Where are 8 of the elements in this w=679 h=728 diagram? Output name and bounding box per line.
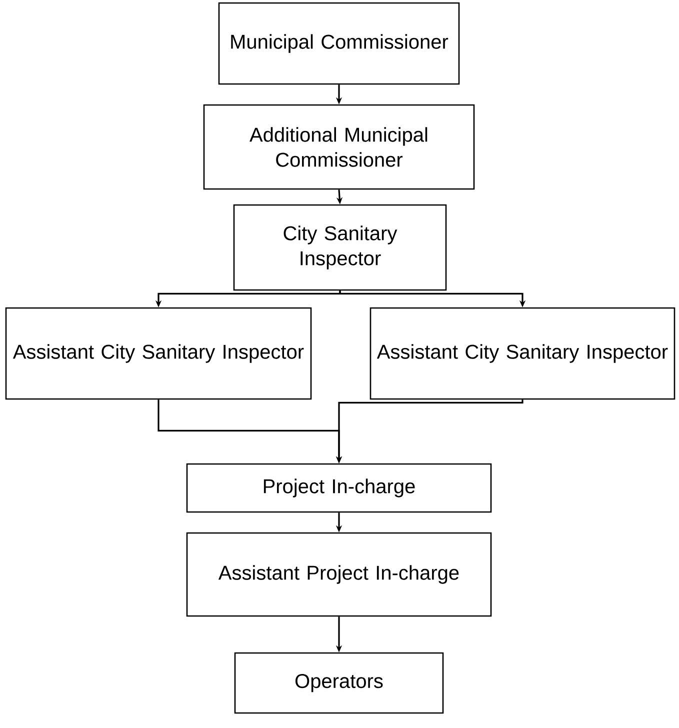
org-box: Assistant City Sanitary Inspector bbox=[370, 307, 676, 400]
org-box: Additional Municipal Commissioner bbox=[203, 104, 475, 190]
org-box: City Sanitary Inspector bbox=[233, 204, 447, 291]
org-box: Project In-charge bbox=[186, 463, 492, 513]
org-box: Assistant City Sanitary Inspector bbox=[5, 307, 312, 400]
org-box: Operators bbox=[234, 652, 444, 714]
org-box: Municipal Commissioner bbox=[218, 2, 460, 85]
org-box: Assistant Project In-charge bbox=[186, 532, 492, 617]
